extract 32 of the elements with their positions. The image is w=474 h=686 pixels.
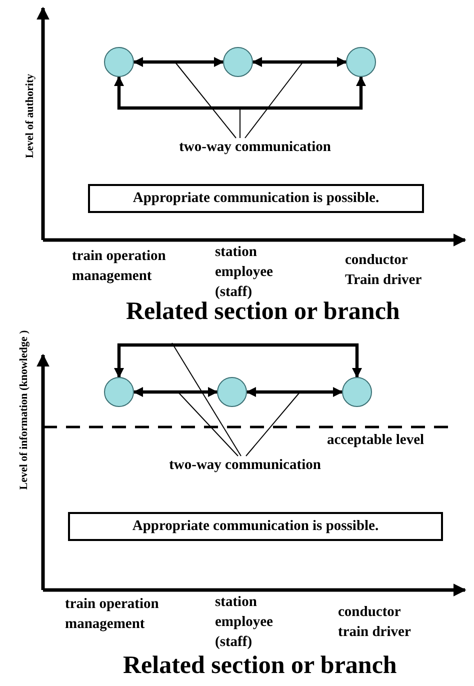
double-arrow xyxy=(252,57,347,67)
double-arrow xyxy=(246,387,343,397)
circle-node xyxy=(223,47,253,77)
circle-node xyxy=(217,377,247,407)
statement-box: Appropriate communication is possible. xyxy=(88,184,424,213)
leader-line xyxy=(174,62,236,138)
axis-title: Related section or branch xyxy=(126,302,400,322)
circle-node xyxy=(342,377,372,407)
axis-label: Level of authority xyxy=(24,74,36,158)
category-label: train operation management xyxy=(72,247,167,286)
double-arrow xyxy=(133,387,218,397)
axis-label: Level of information (knowledge ) xyxy=(18,330,30,490)
double-arrow xyxy=(133,57,224,67)
leader-line xyxy=(172,342,242,456)
category-label: station employee (staff) xyxy=(215,593,274,652)
threshold-label: acceptable level xyxy=(327,431,424,450)
statement-box: Appropriate communication is possible. xyxy=(68,512,443,541)
callout-text: two-way communication xyxy=(140,456,350,474)
category-label: train operation management xyxy=(65,595,160,634)
circle-node xyxy=(104,47,134,77)
circle-node xyxy=(346,47,376,77)
leader-line xyxy=(178,392,238,456)
callout-text: two-way communication xyxy=(150,138,360,156)
double-arrow xyxy=(114,343,362,378)
leader-line xyxy=(246,392,300,456)
axis-title: Related section or branch xyxy=(123,656,397,676)
category-label: conductor train driver xyxy=(338,603,412,642)
leader-line xyxy=(244,62,304,138)
category-label: conductor Train driver xyxy=(345,251,423,290)
circle-node xyxy=(104,377,134,407)
double-arrow xyxy=(114,76,366,110)
category-label: station employee (staff) xyxy=(215,243,274,302)
